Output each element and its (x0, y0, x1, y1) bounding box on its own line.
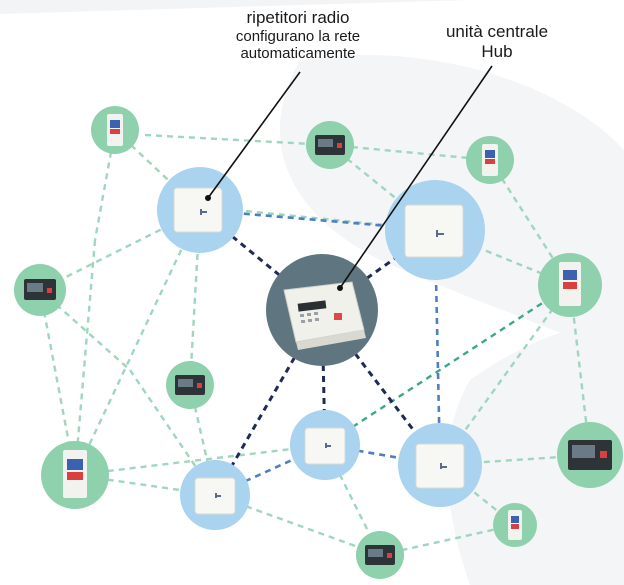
hub-label-line2: Hub (481, 41, 513, 61)
sensor-device (41, 441, 109, 509)
sensor-device (91, 106, 139, 154)
keypad-devices (14, 121, 623, 579)
repeater-node (385, 180, 485, 280)
background-top-shape (0, 0, 470, 14)
repeaters-label-line2: configurano la rete (235, 27, 361, 45)
keypad-device (306, 121, 354, 169)
sensor-device (466, 136, 514, 184)
callout-dots (205, 195, 343, 291)
repeater-node (180, 460, 250, 530)
callout-lines (207, 65, 493, 289)
door-sensor-icon (482, 144, 498, 176)
wireless-repeater-icon (404, 204, 464, 258)
alarm-control-panel-icon (283, 281, 366, 350)
wireless-repeater-icon (173, 187, 223, 233)
wireless-repeater-icon (304, 427, 346, 465)
repeaters-label-line3: automaticamente (240, 44, 356, 62)
repeater-node (290, 410, 360, 480)
keypad-device (557, 422, 623, 488)
keypad-device-icon (315, 135, 345, 155)
repeater-nodes (157, 167, 485, 530)
repeater-node (157, 167, 243, 253)
repeater-node (398, 423, 482, 507)
door-sensor-icon (559, 262, 581, 306)
repeaters-callout-dot (205, 195, 211, 201)
sensor-device (493, 503, 537, 547)
hub-label: unità centrale Hub (422, 22, 572, 61)
keypad-device (166, 361, 214, 409)
keypad-device-icon (365, 545, 395, 565)
keypad-device (14, 264, 66, 316)
door-sensor-icon (508, 510, 522, 540)
hub-node (266, 254, 378, 366)
repeaters-callout-line (207, 71, 301, 199)
hub-label-line1: unità centrale (445, 22, 549, 41)
repeaters-label: ripetitori radio configurano la rete aut… (218, 8, 378, 62)
sensor-devices (41, 106, 602, 547)
wireless-repeater-icon (194, 477, 236, 515)
hub-callout-dot (337, 285, 343, 291)
sensor-device (538, 253, 602, 317)
keypad-device (356, 531, 404, 579)
background-blob-bottom-right (447, 320, 624, 585)
door-sensor-icon (63, 450, 87, 498)
hub-callout-line (339, 65, 493, 289)
door-sensor-icon (107, 114, 123, 146)
keypad-device-icon (568, 440, 612, 470)
repeaters-label-line1: ripetitori radio (246, 8, 350, 27)
device-links-strong (324, 283, 571, 447)
keypad-device-icon (175, 375, 205, 395)
wireless-repeater-icon (415, 443, 465, 489)
keypad-device-icon (24, 279, 56, 300)
